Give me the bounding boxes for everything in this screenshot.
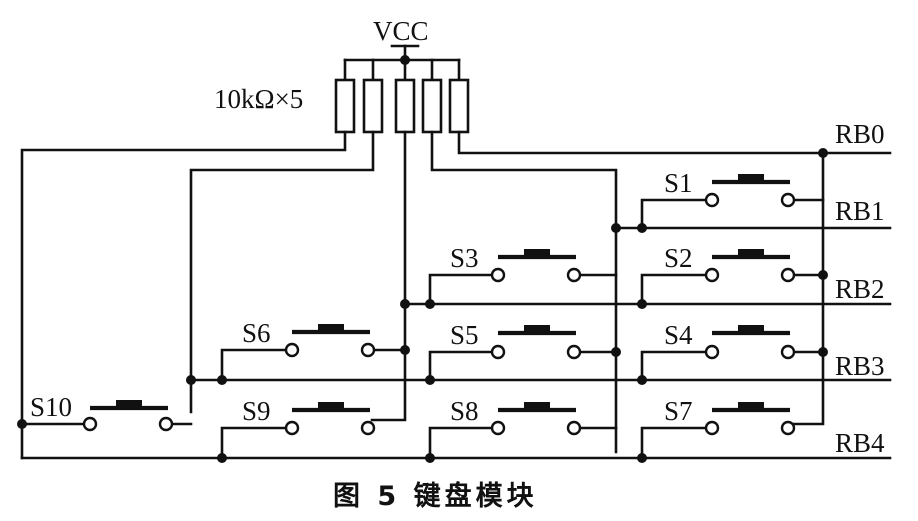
switch-s8-label: S8 [450, 396, 479, 426]
resistor-1 [334, 78, 356, 134]
rb0-label: RB0 [835, 119, 885, 149]
resistor-3 [394, 78, 416, 134]
switch-s10: S10 [17, 392, 193, 432]
resistor-label: 10kΩ×5 [214, 84, 303, 114]
rb4-label: RB4 [835, 428, 885, 458]
switch-s9: S9 [217, 396, 376, 463]
switch-s7-label: S7 [664, 396, 693, 426]
switch-s5: S5 [425, 320, 621, 385]
column-wires [20, 130, 825, 460]
switch-s4: S4 [637, 320, 828, 385]
switch-s2-label: S2 [664, 243, 693, 273]
switch-s3-label: S3 [450, 243, 479, 273]
rb2-label: RB2 [835, 274, 885, 304]
switch-s2: S2 [637, 243, 828, 309]
switch-s6-label: S6 [242, 318, 271, 348]
resistor-array [334, 78, 470, 134]
rb3-label: RB3 [835, 351, 885, 381]
row-wires [20, 151, 892, 460]
switch-s7: S7 [637, 396, 796, 463]
switch-s8: S8 [425, 396, 618, 463]
switch-s6: S6 [217, 318, 410, 385]
switch-s1: S1 [637, 168, 825, 233]
rb1-label: RB1 [835, 196, 885, 226]
switch-s3: S3 [425, 243, 618, 309]
resistor-4 [421, 78, 443, 134]
switch-s10-label: S10 [30, 392, 72, 422]
switch-s5-label: S5 [450, 320, 479, 350]
resistor-2 [362, 78, 384, 134]
switch-s1-label: S1 [664, 168, 693, 198]
switch-s4-label: S4 [664, 320, 693, 350]
switch-s9-label: S9 [242, 396, 271, 426]
vcc-label: VCC [373, 16, 429, 46]
junction-dots [186, 148, 828, 385]
vcc-supply [343, 44, 461, 82]
resistor-5 [448, 78, 470, 134]
figure-caption: 图 5 键盘模块 [333, 480, 538, 512]
